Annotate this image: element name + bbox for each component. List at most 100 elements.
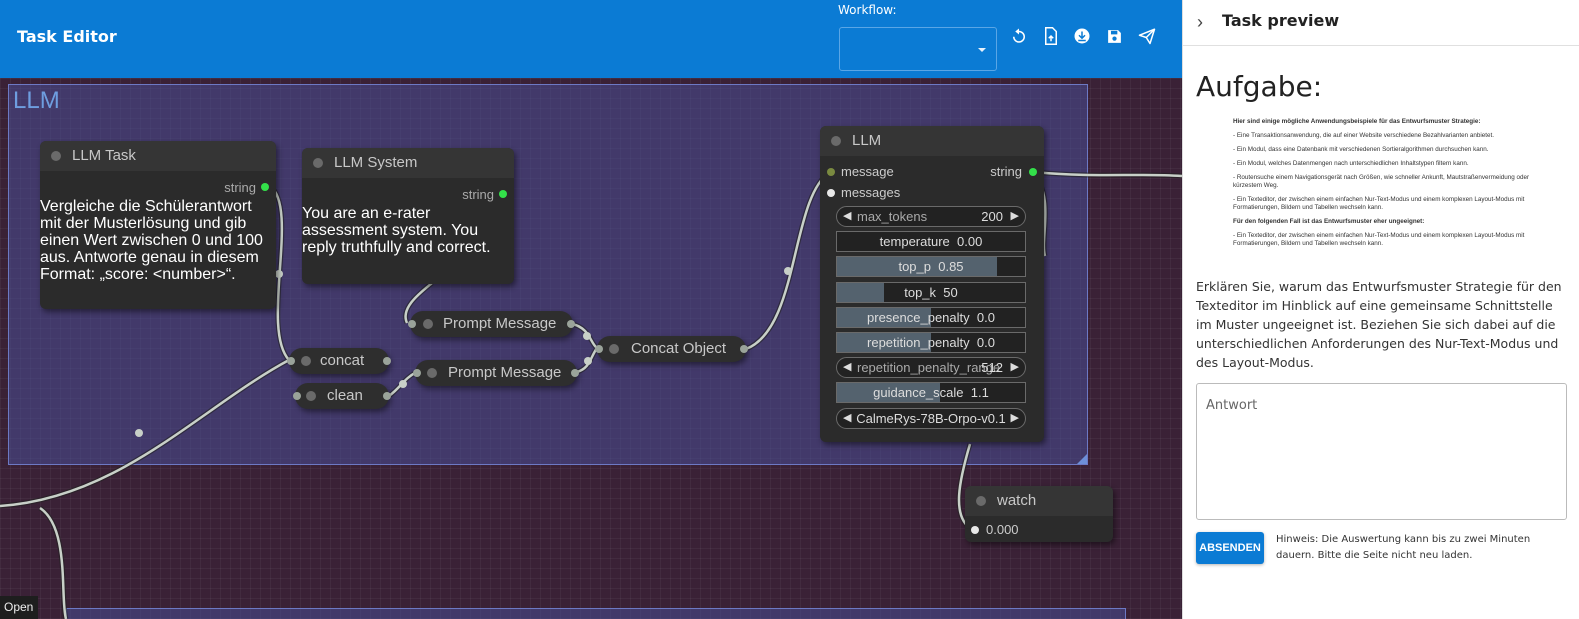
llm-node[interactable]: LLM message messages string ◀▶max_tokens…	[820, 126, 1044, 442]
concat-object-node[interactable]: Concat Object	[595, 336, 748, 362]
concat-node[interactable]: concat	[287, 348, 391, 374]
doc-item: - Ein Texteditor, der zwischen einem ein…	[1233, 232, 1525, 247]
panel-header[interactable]: › Task preview	[1183, 0, 1579, 46]
output-socket[interactable]	[567, 320, 575, 328]
collapse-dot-icon[interactable]	[831, 136, 841, 146]
task-document: Hier sind einige mögliche Anwendungsbeis…	[1233, 118, 1533, 254]
reload-icon[interactable]	[1009, 26, 1029, 46]
slider-fill	[837, 307, 931, 327]
input-label-message: message	[841, 164, 894, 179]
save-icon[interactable]	[1104, 26, 1124, 46]
input-socket[interactable]	[408, 320, 416, 328]
increment-arrow-icon[interactable]: ▶	[1010, 411, 1019, 424]
widget-model[interactable]: ◀▶CalmeRys-78B-Orpo-v0.1	[836, 407, 1026, 429]
widget-value: 0.0	[976, 309, 995, 325]
slider-fill	[837, 383, 941, 403]
answer-placeholder: Antwort	[1206, 398, 1258, 413]
collapse-dot-icon[interactable]	[609, 344, 619, 354]
collapse-dot-icon[interactable]	[976, 496, 986, 506]
widget-value: 512	[981, 360, 1003, 376]
increment-arrow-icon[interactable]: ▶	[1010, 210, 1019, 222]
widget-top-p[interactable]: top_p 0.85	[836, 256, 1026, 278]
doc-item: - Ein Texteditor, der zwischen einem ein…	[1233, 196, 1525, 211]
submit-button[interactable]: ABSENDEN	[1196, 532, 1264, 564]
decrement-arrow-icon[interactable]: ◀	[843, 210, 852, 222]
group-frame[interactable]	[66, 608, 1126, 619]
output-socket[interactable]	[571, 369, 579, 377]
watch-value: 0.000	[986, 522, 1019, 537]
widget-value: 1.1	[970, 385, 989, 401]
download-icon[interactable]	[1072, 26, 1092, 46]
input-socket[interactable]	[293, 392, 301, 400]
clean-node[interactable]: clean	[293, 383, 391, 409]
llm-system-node[interactable]: LLM System string You are an e-rater ass…	[302, 148, 514, 284]
open-button[interactable]: Open	[0, 596, 38, 619]
output-label: string	[990, 164, 1022, 179]
widget-repetition-penalty[interactable]: repetition_penalty 0.0	[836, 332, 1026, 353]
input-socket-messages[interactable]	[827, 189, 835, 197]
output-label: string	[224, 180, 256, 195]
resize-handle-icon[interactable]	[1077, 454, 1087, 464]
task-text[interactable]: Vergleiche die Schülerantwort mit der Mu…	[40, 198, 263, 283]
node-header[interactable]: LLM Task	[40, 141, 276, 171]
doc-item: - Eine Transaktionsanwendung, die auf ei…	[1233, 132, 1495, 139]
output-socket[interactable]	[383, 357, 391, 365]
input-socket[interactable]	[287, 357, 295, 365]
widget-value: 0.00	[957, 234, 983, 250]
widget-label: guidance_scale	[873, 385, 964, 401]
node-header[interactable]: LLM System	[302, 148, 514, 178]
widget-top-k[interactable]: top_k 50	[836, 281, 1026, 303]
output-socket[interactable]	[1029, 168, 1037, 176]
output-socket[interactable]	[740, 345, 748, 353]
input-socket-message[interactable]	[827, 168, 835, 176]
node-canvas[interactable]: LLM	[0, 78, 1182, 619]
node-header[interactable]: LLM	[820, 126, 1044, 156]
widget-guidance-scale[interactable]: guidance_scale 1.1	[836, 382, 1026, 404]
decrement-arrow-icon[interactable]: ◀	[843, 361, 852, 374]
widget-label: top_k	[904, 284, 937, 300]
collapse-dot-icon[interactable]	[313, 158, 323, 168]
task-heading: Aufgabe:	[1196, 70, 1323, 103]
llm-task-node[interactable]: LLM Task string Vergleiche die Schüleran…	[40, 141, 276, 309]
input-socket[interactable]	[971, 526, 979, 534]
slider-fill	[837, 282, 884, 302]
hint-text: Hinweis: Die Auswertung kann bis zu zwei…	[1276, 534, 1531, 561]
upload-icon[interactable]	[1041, 26, 1061, 46]
widget-value: 50	[943, 284, 958, 300]
doc-item: - Routensuche einem Navigationsgerät nac…	[1233, 174, 1530, 189]
chevron-down-icon	[978, 48, 986, 52]
widget-value: 200	[981, 209, 1003, 224]
widget-presence-penalty[interactable]: presence_penalty 0.0	[836, 306, 1026, 328]
watch-node[interactable]: watch 0.000	[965, 486, 1113, 542]
output-socket[interactable]	[261, 183, 269, 191]
collapse-dot-icon[interactable]	[306, 391, 316, 401]
doc-intro-2: Für den folgenden Fall ist das Entwurfsm…	[1233, 218, 1425, 225]
node-header[interactable]: watch	[965, 486, 1113, 516]
workflow-select[interactable]	[839, 27, 997, 71]
slider-fill	[837, 333, 931, 352]
input-socket[interactable]	[595, 345, 603, 353]
widget-label: repetition_penalty	[867, 335, 970, 350]
output-socket[interactable]	[499, 190, 507, 198]
send-icon[interactable]	[1137, 26, 1157, 46]
increment-arrow-icon[interactable]: ▶	[1010, 361, 1019, 374]
input-socket[interactable]	[413, 369, 421, 377]
collapse-dot-icon[interactable]	[423, 319, 433, 329]
app-bar: Task Editor Workflow:	[0, 0, 1182, 78]
system-text[interactable]: You are an e-rater assessment system. Yo…	[302, 205, 491, 256]
app-title: Task Editor	[17, 27, 117, 46]
chevron-right-icon[interactable]: ›	[1197, 12, 1203, 32]
output-socket[interactable]	[383, 392, 391, 400]
collapse-dot-icon[interactable]	[51, 151, 61, 161]
collapse-dot-icon[interactable]	[301, 356, 311, 366]
decrement-arrow-icon[interactable]: ◀	[843, 411, 852, 424]
answer-field[interactable]: Antwort	[1196, 383, 1567, 520]
node-title: LLM Task	[72, 147, 136, 164]
collapse-dot-icon[interactable]	[427, 368, 437, 378]
prompt-message-node-2[interactable]: Prompt Message	[413, 360, 579, 386]
widget-temperature[interactable]: temperature 0.00	[836, 231, 1026, 253]
workflow-label: Workflow:	[838, 3, 897, 17]
prompt-message-node-1[interactable]: Prompt Message	[408, 311, 575, 337]
